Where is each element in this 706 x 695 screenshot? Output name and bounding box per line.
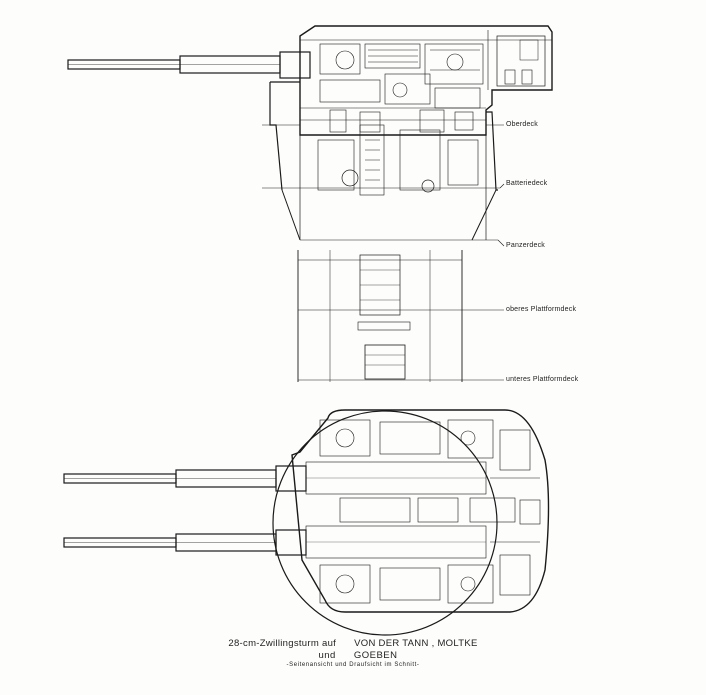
barbette (269, 81, 498, 241)
caption-title-calibre: 28-cm-Zwillingsturm auf (228, 638, 337, 649)
caption-und: und (318, 650, 336, 661)
caption-line2: und GOEBEN (0, 650, 706, 661)
plan-gun-upper (63, 465, 307, 492)
barbette-ring (272, 410, 498, 636)
turret-house-plan (291, 409, 550, 613)
deck-label-oberdeck: Oberdeck (506, 121, 538, 128)
ammunition-trunk (297, 250, 463, 382)
caption-title-ships: VON DER TANN , MOLTKE (354, 638, 478, 649)
deck-label-panzerdeck: Panzerdeck (506, 242, 545, 249)
deck-label-batteriedeck: Batteriedeck (506, 180, 548, 187)
caption-subtitle: -Seitenansicht und Draufsicht im Schnitt… (286, 662, 420, 668)
side-view (67, 25, 553, 382)
plan-view (63, 409, 550, 636)
side-gun-barrel (67, 51, 311, 79)
deck-lines (262, 124, 505, 381)
turret-house (299, 25, 553, 136)
turret-machinery (300, 43, 486, 133)
plan-machinery (305, 419, 541, 604)
caption-goeben: GOEBEN (353, 650, 398, 661)
caption-line1: 28-cm-Zwillingsturm auf VON DER TANN , MO… (0, 638, 706, 649)
deck-label-oberes-plattformdeck: oberes Plattformdeck (506, 306, 577, 313)
plan-gun-lower (63, 529, 307, 556)
deck-label-unteres-plattformdeck: unteres Plattformdeck (506, 376, 579, 383)
